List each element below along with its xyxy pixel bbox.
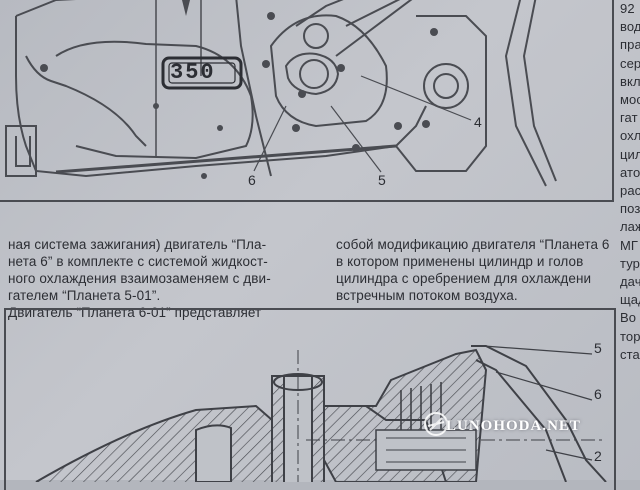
callout-6: 6	[248, 172, 256, 188]
text-line: гателем “Планета 5-01”.	[8, 288, 161, 303]
callout-2: 2	[594, 448, 602, 464]
callout-6: 6	[594, 386, 602, 402]
text-fragment: МГ	[620, 237, 639, 253]
text-line: ная система зажигания) двигатель “Пла-	[8, 237, 267, 252]
text-fragment: ато	[620, 164, 640, 180]
text-fragment: мос	[620, 92, 640, 108]
engine-badge-label: 350	[170, 60, 216, 85]
text-line: цилиндра с оребрением для охлаждени	[336, 271, 592, 286]
callout-5: 5	[378, 172, 386, 188]
watermark-logo-icon	[424, 412, 448, 436]
text-fragment: тор	[620, 328, 640, 344]
text-fragment: дач	[620, 274, 640, 290]
callout-4: 4	[474, 114, 482, 130]
text-line: в котором применены цилиндр и голов	[336, 254, 584, 269]
text-column-middle: собой модификацию двигателя “Планета 6 в…	[336, 236, 618, 304]
engine-drawing-bottom: 5 6 2	[4, 308, 616, 490]
callout-5: 5	[594, 340, 602, 356]
text-fragment: Во	[620, 310, 637, 326]
cylinder-section-illustration	[35, 345, 607, 482]
text-fragment: поз	[620, 201, 640, 217]
text-fragment: тур	[620, 255, 640, 271]
text-fragment: рас	[620, 183, 640, 199]
text-fragment: цил	[620, 146, 640, 162]
text-fragment: лаж	[620, 219, 640, 235]
text-fragment: ста	[620, 346, 640, 360]
engine-side-view-illustration	[5, 0, 557, 187]
engine-drawing-top: 350 4 5 6	[0, 0, 614, 202]
text-fragment: пра	[620, 37, 640, 53]
text-fragment: щад	[620, 292, 640, 308]
text-line: собой модификацию двигателя “Планета 6	[336, 237, 610, 252]
watermark-text: LUNOHODA.NET	[446, 418, 581, 434]
text-fragment: вкл	[620, 73, 640, 89]
text-column-right: 92 вод пра сер вкл мос гат охл цил ато р…	[620, 0, 640, 360]
text-fragment: вод	[620, 19, 640, 35]
text-fragment: охл	[620, 128, 640, 144]
text-fragment: 92	[620, 1, 635, 16]
text-line: нета 6” в комплекте с системой жидкост-	[8, 254, 268, 269]
text-fragment: гат	[620, 110, 638, 126]
text-line: ного охлаждения взаимозаменяем с дви-	[8, 271, 271, 286]
text-fragment: сер	[620, 55, 640, 71]
text-line: встречным потоком воздуха.	[336, 288, 518, 303]
